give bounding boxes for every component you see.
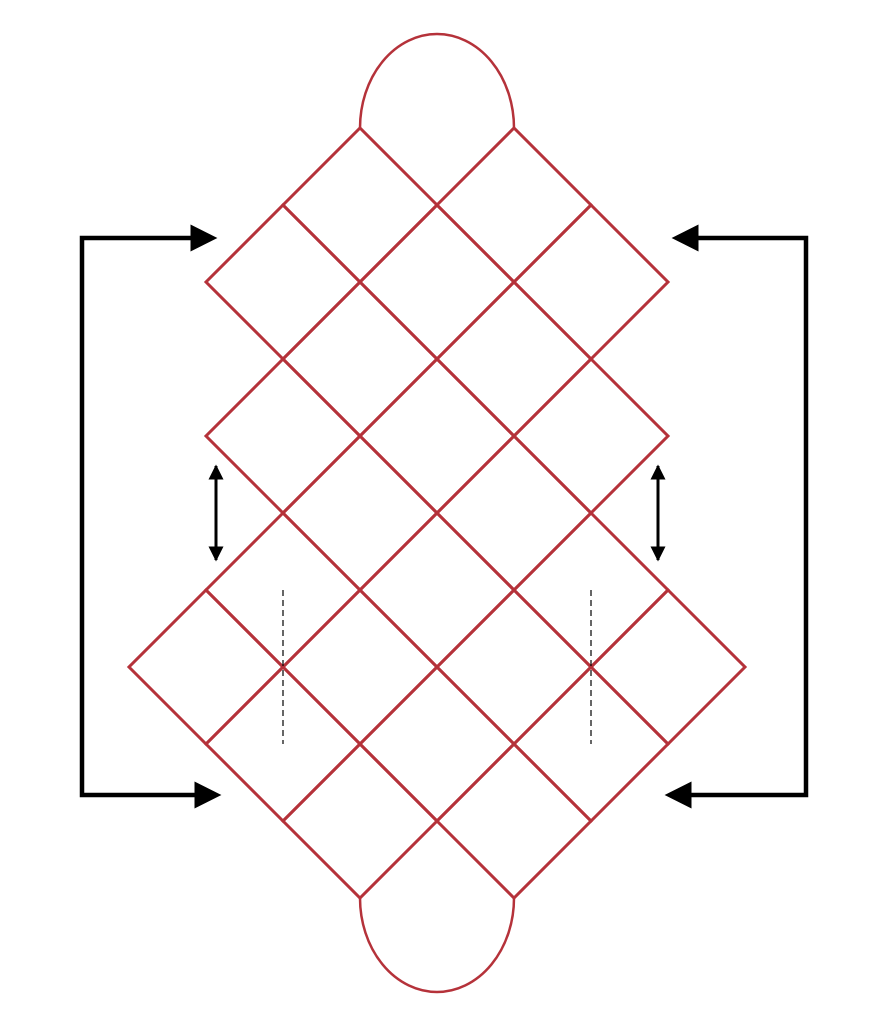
grid-cell <box>203 356 363 516</box>
grid-cell <box>126 587 286 747</box>
fold-lines-group <box>282 590 592 744</box>
right-bracket-arrow <box>664 224 809 809</box>
grid-cell <box>434 125 594 285</box>
grid-cell <box>434 433 594 593</box>
arrows-group <box>79 224 809 809</box>
grid-cell <box>357 664 517 824</box>
grid-cell <box>588 587 748 747</box>
left-bracket-arrow <box>79 224 222 809</box>
grid-cell <box>357 510 517 670</box>
grid-cell <box>511 356 671 516</box>
grid-cell <box>280 125 440 285</box>
grid-cell <box>203 202 363 362</box>
grid-cell <box>280 587 440 747</box>
grid-cell <box>511 202 671 362</box>
grid-cell <box>280 279 440 439</box>
grid-cell <box>434 587 594 747</box>
grid-cell <box>280 741 440 901</box>
top-tab <box>358 32 516 129</box>
grid-cell <box>434 741 594 901</box>
bottom-tab <box>358 897 516 994</box>
grid-cell <box>357 356 517 516</box>
grid-cell <box>357 202 517 362</box>
grid-cell <box>434 279 594 439</box>
grid-cell <box>280 433 440 593</box>
diamond-grid <box>126 125 748 901</box>
tabs-group <box>358 32 516 994</box>
